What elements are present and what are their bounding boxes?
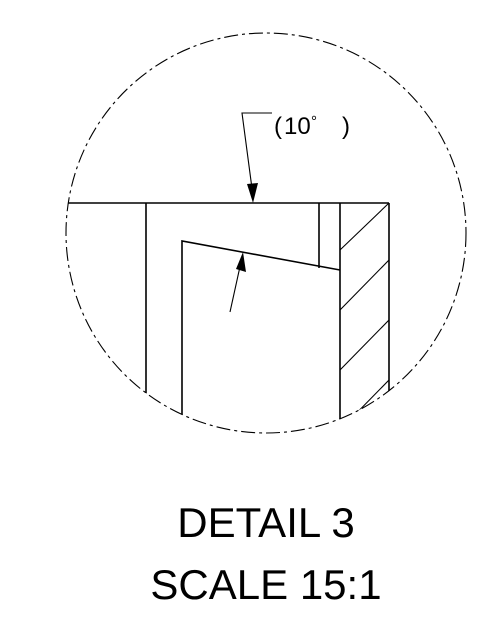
angle-dimension: ( 10 ° ) [229,112,350,313]
degree-symbol: ° [311,113,317,130]
leader-arrowhead-top [247,183,258,203]
detail-boundary-circle [65,32,467,434]
leader-arrowhead-bottom [236,252,246,272]
dimension-extension-line [229,261,242,313]
detail-scale: SCALE 15:1 [150,561,381,608]
inner-bore-taper-line [181,240,341,433]
angle-close-paren: ) [342,113,350,140]
angle-dimension-value: 10 [284,113,311,140]
section-hatching [339,202,390,431]
part-geometry [66,202,390,433]
detail-title: DETAIL 3 [177,499,354,546]
dimension-leader-line [241,112,272,197]
angle-open-paren: ( [274,113,282,140]
